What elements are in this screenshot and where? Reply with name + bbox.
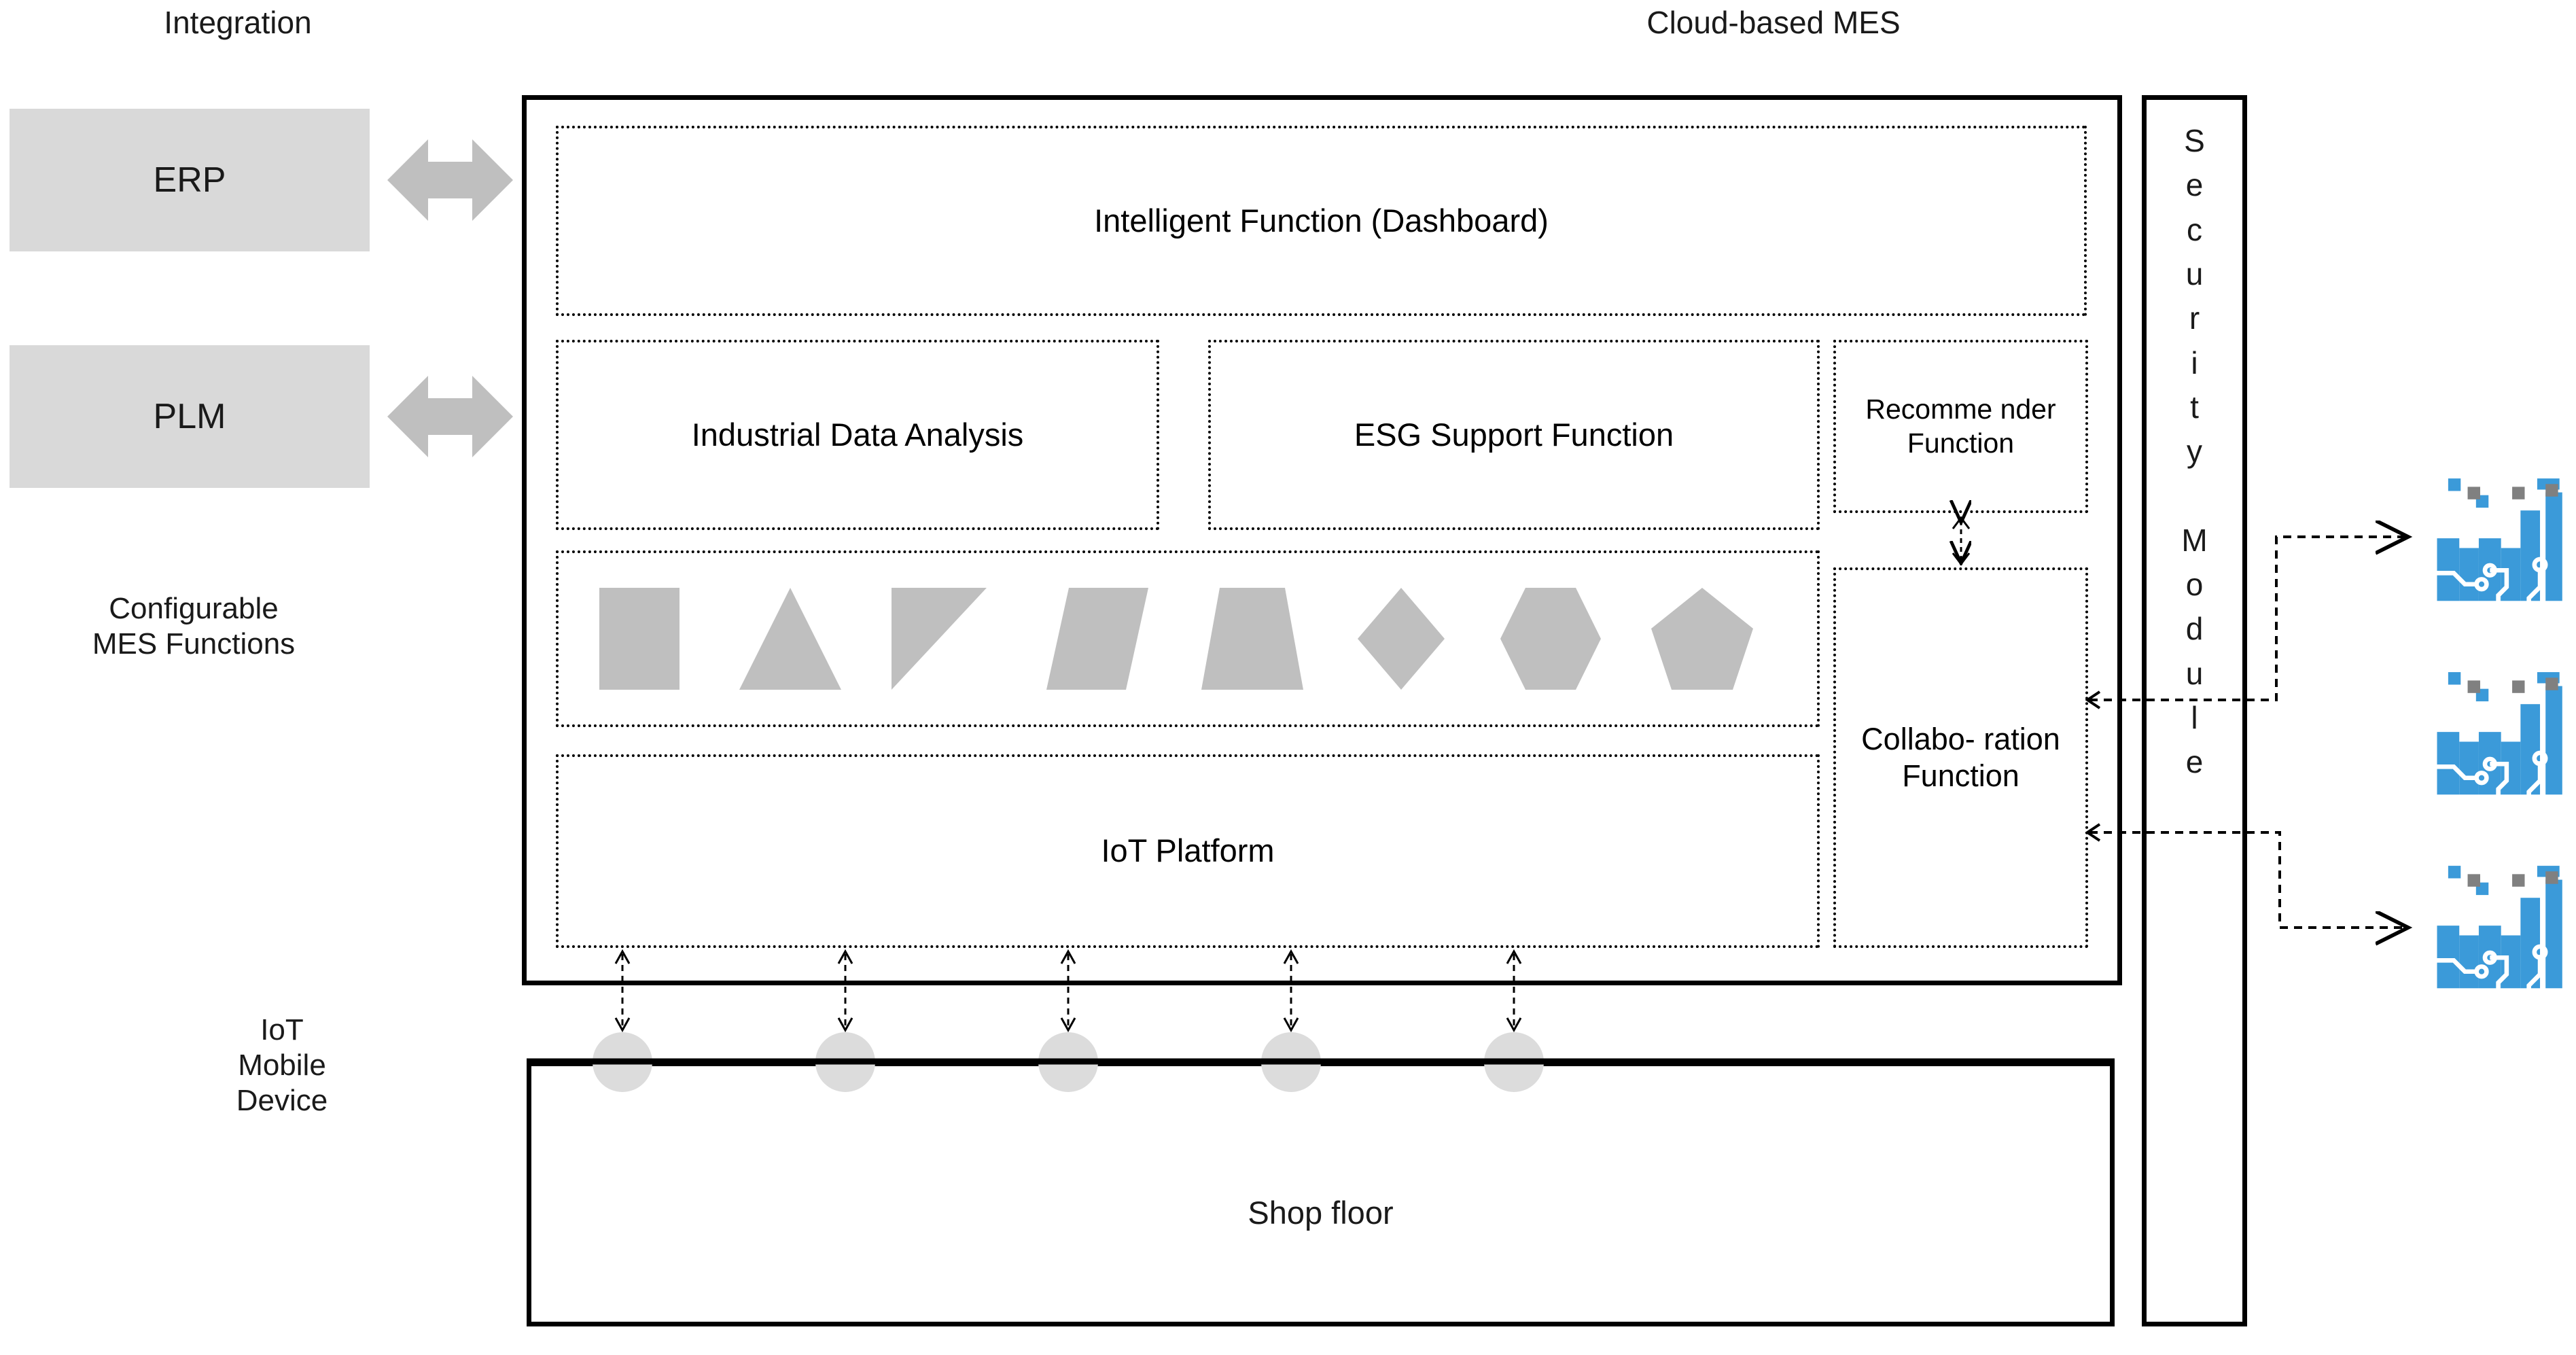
recommender-function-label: Recomme nder Function [1865, 393, 2056, 459]
security-module-container[interactable] [2142, 95, 2247, 1326]
security-module-letter: S [2184, 123, 2205, 158]
shop-floor-label: Shop floor [1248, 1195, 1394, 1231]
iot-mobile-device-node[interactable] [1261, 1032, 1321, 1092]
shape-triangle [739, 588, 841, 690]
esg-support-function-label: ESG Support Function [1354, 416, 1674, 453]
panel-esg-support-function[interactable]: ESG Support Function [1208, 340, 1820, 530]
security-module-letter: M [2181, 522, 2208, 558]
security-module-letter: r [2189, 300, 2200, 336]
security-module-letter: u [2185, 256, 2204, 292]
iot-mobile-device-node[interactable] [593, 1032, 652, 1092]
shop-floor-container [527, 1061, 2115, 1326]
integration-label: Integration [164, 5, 312, 40]
iot-mobile-device-node[interactable] [1038, 1032, 1098, 1092]
collaboration-factory-link-top [2089, 537, 2405, 701]
erp-integration-arrow [387, 139, 513, 221]
iot-mobile-device-node[interactable] [1484, 1032, 1544, 1092]
configurable-mes-functions-label: Configurable MES Functions [92, 592, 296, 661]
panel-industrial-data-analysis[interactable]: Industrial Data Analysis [556, 340, 1159, 530]
iot-mobile-device-label: IoT Mobile Device [236, 1013, 328, 1117]
security-module-letter: l [2191, 700, 2198, 736]
smart-factory-icon[interactable] [2426, 863, 2565, 1009]
shape-trapezoid [1201, 588, 1303, 690]
security-module-letter: d [2185, 611, 2204, 647]
security-module-letter: y [2187, 434, 2202, 470]
iot-platform-label: IoT Platform [1101, 832, 1275, 869]
plm-integration-arrow [387, 376, 513, 457]
security-module-letter: c [2187, 211, 2202, 247]
cloud-based-mes-title: Cloud-based MES [1646, 5, 1901, 40]
security-module-letter: e [2185, 167, 2204, 203]
erp-label: ERP [153, 160, 226, 200]
panel-intelligent-function[interactable]: Intelligent Function (Dashboard) [556, 126, 2087, 316]
panel-collaboration-function[interactable]: Collabo- ration Function [1833, 567, 2088, 948]
panel-iot-platform[interactable]: IoT Platform [556, 754, 1820, 948]
security-module-letter: o [2185, 567, 2204, 603]
security-module-letter: u [2185, 655, 2204, 691]
panel-recommender-function[interactable]: Recomme nder Function [1833, 340, 2088, 513]
security-module-gap [2190, 474, 2199, 518]
smart-factory-icon[interactable] [2426, 669, 2565, 815]
shape-square [599, 588, 680, 690]
external-system-plm[interactable]: PLM [10, 345, 370, 488]
smart-factory-icon[interactable] [2426, 476, 2565, 622]
security-module-letter: e [2185, 744, 2204, 780]
external-system-erp[interactable]: ERP [10, 109, 370, 251]
collaboration-function-label: Collabo- ration Function [1861, 722, 2060, 793]
shape-right-triangle [892, 588, 987, 690]
intelligent-function-label: Intelligent Function (Dashboard) [1094, 202, 1549, 239]
security-module-letter: i [2191, 345, 2198, 381]
collaboration-factory-link-bottom [2089, 831, 2405, 928]
security-module-letter: t [2190, 389, 2199, 425]
plm-label: PLM [153, 397, 226, 436]
industrial-data-analysis-label: Industrial Data Analysis [691, 416, 1024, 453]
shape-hexagon [1500, 588, 1601, 690]
iot-mobile-device-node[interactable] [815, 1032, 875, 1092]
